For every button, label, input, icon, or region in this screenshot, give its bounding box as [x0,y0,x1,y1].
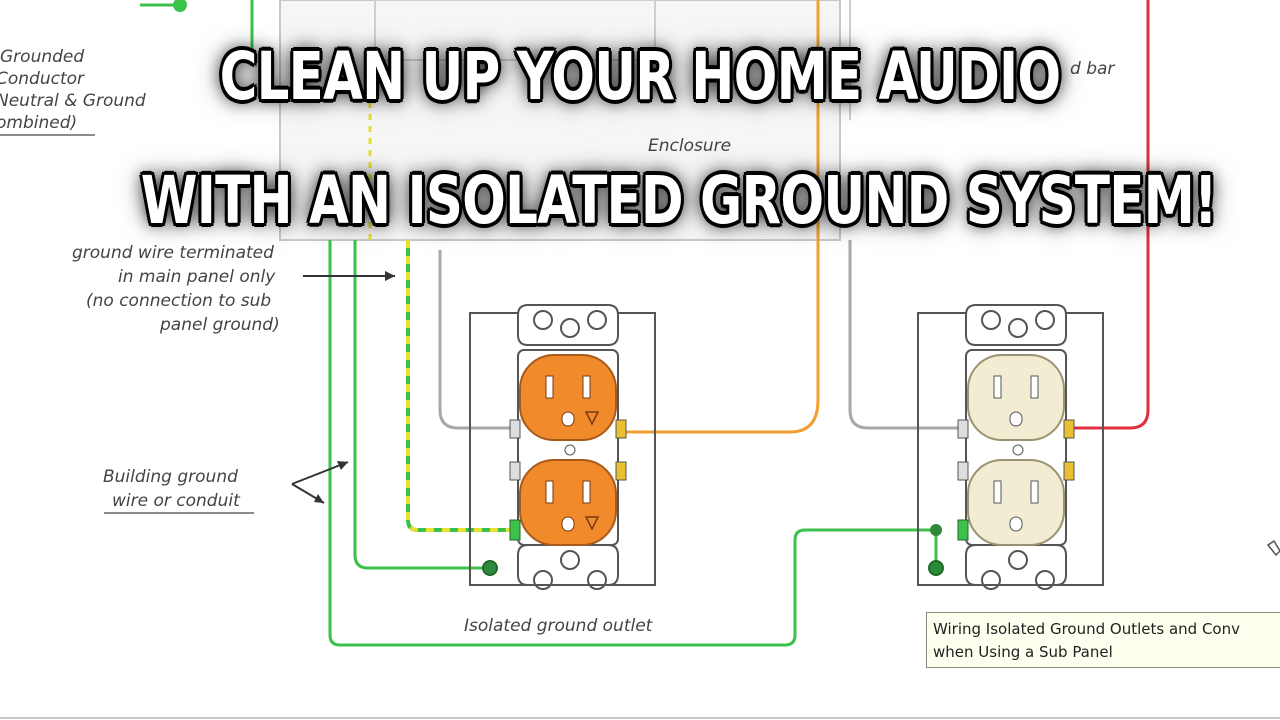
building-ground-wire [328,240,940,647]
label-building-ground-1: Building ground [103,467,238,487]
triangle-icon [584,516,600,531]
label-grounded-4: ombined) [0,113,77,133]
isolated-ground-outlet [509,304,627,590]
hot-wire-orange [620,0,820,434]
right-ground-screw [928,560,944,576]
right-ground-junction [930,524,942,536]
image-tooltip: Wiring Isolated Ground Outlets and Conv … [926,612,1280,668]
arrow-head-icon [385,271,395,281]
isolated-ground-wire [406,240,512,532]
neutral-wire-right [848,240,960,430]
triangle-icon [584,411,600,426]
label-building-ground-2: wire or conduit [112,491,241,511]
arrow-head-icon [337,461,348,470]
lower-receptacle [967,459,1065,546]
label-ground-note-4: panel ground) [159,315,280,335]
arrow-building-ground-1 [291,461,349,485]
hot-wire-red [1072,0,1150,430]
label-bar: d bar [1070,59,1115,79]
ground-screw [482,560,498,576]
standard-outlet [957,304,1075,590]
panel-enclosure [279,0,841,241]
label-grounded-2: Conductor [0,69,85,89]
arrow-head-icon [314,494,324,503]
label-ground-note-2: in main panel only [118,267,276,287]
upper-receptacle [967,354,1065,441]
upper-receptacle [519,354,617,441]
label-grounded-1: Grounded [0,47,84,67]
label-grounded-3: Neutral & Ground [0,91,146,111]
label-ground-note-3: (no connection to sub [86,291,271,311]
isolated-ground-stripe [406,240,512,532]
label-enclosure: Enclosure [648,136,731,156]
tooltip-line-1: Wiring Isolated Ground Outlets and Conv [933,620,1240,638]
tooltip-line-2: when Using a Sub Panel [933,643,1113,661]
panel-box [374,0,656,61]
lower-receptacle [519,459,617,546]
outlet-ground-wire [353,240,490,570]
neutral-wire-left [438,250,512,430]
label-ground-note-1: ground wire terminated [72,243,274,263]
label-isolated-outlet: Isolated ground outlet [464,616,654,636]
cursor-icon [1266,539,1280,557]
